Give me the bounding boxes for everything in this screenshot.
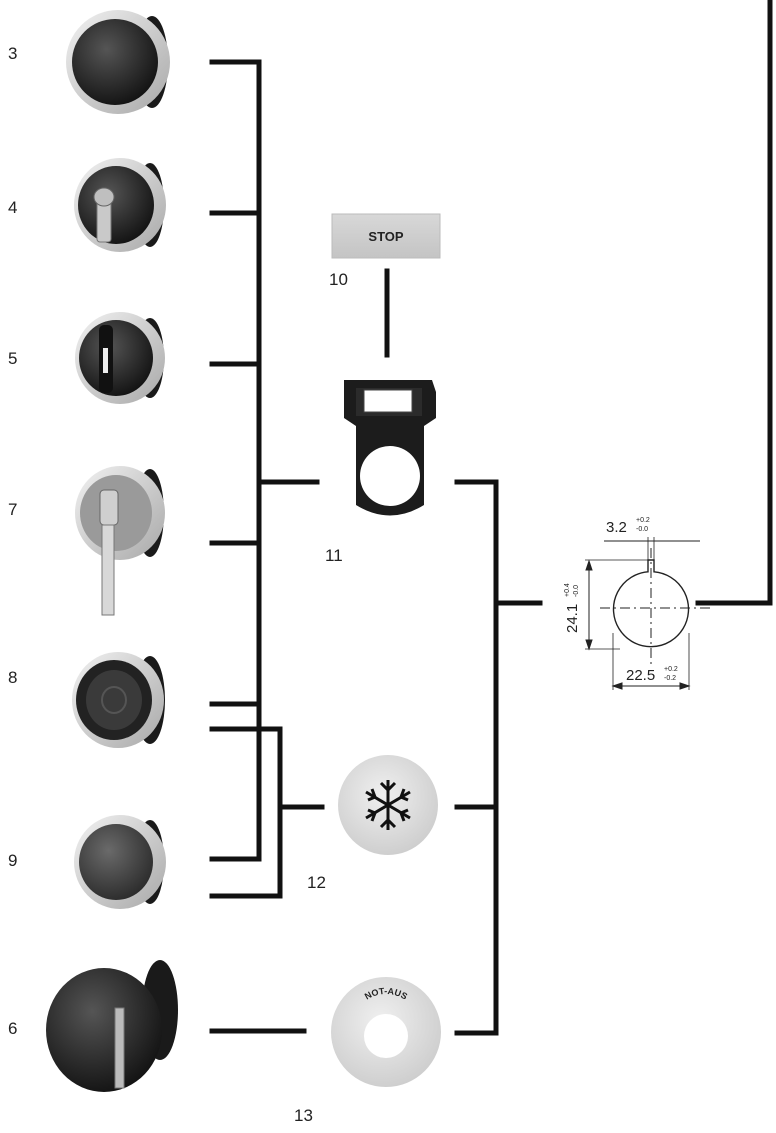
callout-12: 12 [307, 873, 326, 892]
callout-4: 4 [8, 198, 18, 217]
callout-13: 13 [294, 1106, 313, 1125]
selector-switch [75, 312, 165, 404]
mounting-hole-drawing [585, 537, 712, 690]
diameter-value: 22.5 [626, 667, 655, 684]
slot-width-tol-upper: +0.2 [636, 517, 650, 524]
connector-lines [209, 0, 773, 1036]
snowflake-icon [365, 780, 411, 830]
stop-label-text: STOP [368, 229, 403, 244]
callout-9: 9 [8, 851, 18, 870]
slot-width-tol-lower: -0.0 [636, 526, 648, 533]
snowflake-symbol-plate [338, 755, 438, 855]
mushroom-emergency-stop [46, 960, 178, 1092]
slot-width-value: 3.2 [606, 519, 627, 536]
pilot-light [74, 815, 166, 909]
height-tol-upper: +0.4 [564, 583, 571, 597]
callout-3: 3 [8, 44, 18, 63]
long-key-selector [75, 466, 165, 616]
callout-6: 6 [8, 1019, 18, 1038]
emergency-stop-disc: NOT-AUS [331, 977, 441, 1087]
callout-7: 7 [8, 500, 18, 519]
diameter-tol-upper: +0.2 [664, 666, 678, 673]
illuminated-pushbutton [72, 652, 165, 748]
diameter-tol-lower: -0.2 [664, 675, 676, 682]
stop-label-plate: STOP [331, 213, 441, 259]
callout-10: 10 [329, 270, 348, 289]
key-switch [74, 158, 166, 252]
height-value: 24.1 [564, 604, 581, 633]
height-tol-lower: -0.0 [573, 585, 580, 597]
callout-11: 11 [325, 546, 343, 565]
callout-5: 5 [8, 349, 18, 368]
label-holder [344, 380, 436, 516]
callout-8: 8 [8, 668, 18, 687]
emergency-stop-text: NOT-AUS [363, 986, 409, 1002]
pushbutton-flush [66, 10, 170, 114]
